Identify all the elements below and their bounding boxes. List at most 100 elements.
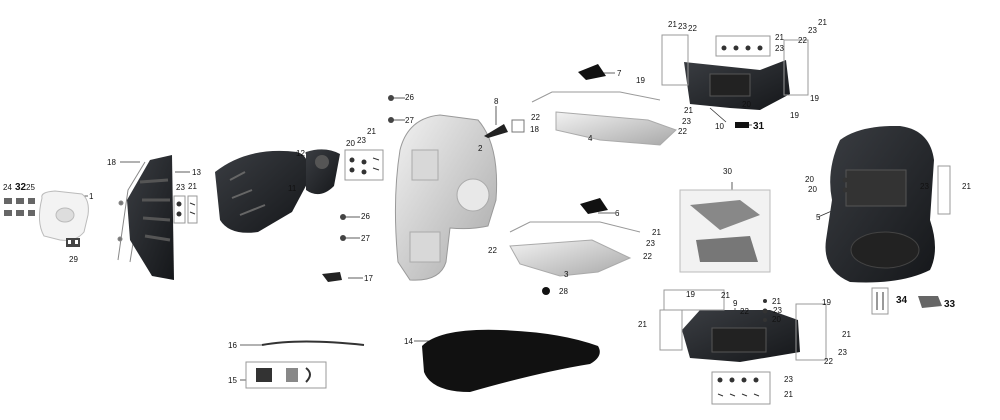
label-10: 10: [715, 122, 724, 131]
label-20-b: 20: [742, 100, 751, 109]
part-29-clip: [66, 238, 80, 247]
part-10-rear-fender: [684, 60, 790, 110]
label-33: 33: [944, 299, 956, 310]
label-2: 2: [478, 144, 483, 153]
part-5-rear-body: [825, 125, 935, 283]
label-18-right: 18: [530, 125, 539, 134]
label-23-k: 23: [784, 375, 793, 384]
part-7-pad: [578, 64, 606, 80]
label-23-a: 23: [176, 183, 185, 192]
label-19-e: 19: [822, 298, 831, 307]
label-31: 31: [753, 121, 765, 132]
label-24: 24: [3, 183, 12, 192]
label-22-a: 22: [688, 24, 697, 33]
part-9-front-fender: [682, 310, 800, 362]
label-16: 16: [228, 341, 237, 350]
label-19-c: 19: [790, 111, 799, 120]
part-28-plug: [542, 287, 550, 295]
label-21-g: 21: [652, 228, 661, 237]
label-15: 15: [228, 376, 237, 385]
label-22-c: 22: [531, 113, 540, 122]
label-21-m: 21: [784, 390, 793, 399]
label-23-e: 23: [808, 26, 817, 35]
label-23-d: 23: [775, 44, 784, 53]
part-2-main-body: [394, 114, 498, 281]
label-6: 6: [615, 209, 620, 218]
label-21-f: 21: [684, 106, 693, 115]
label-22-f: 22: [643, 252, 652, 261]
label-21-b: 21: [367, 127, 376, 136]
label-21-h: 21: [962, 182, 971, 191]
part-33-bracket: [918, 296, 942, 308]
part-12-headlight-cover: [306, 149, 340, 195]
hardware-20-rear-body: [842, 177, 848, 193]
label-21-a: 21: [188, 182, 197, 191]
hardware-21-23-top: [715, 35, 771, 57]
part-3-front-panel: [509, 221, 641, 277]
hardware-23-21-bottom: [711, 371, 771, 405]
part-30-decal-sheet: [679, 189, 771, 273]
label-23-j: 23: [838, 348, 847, 357]
label-23-f: 23: [682, 117, 691, 126]
label-27-a: 27: [405, 116, 414, 125]
label-23-g: 23: [646, 239, 655, 248]
label-23-i: 23: [773, 306, 782, 315]
label-21-i: 21: [721, 291, 730, 300]
label-22-h: 22: [824, 357, 833, 366]
parts-24-32-25: [4, 198, 35, 216]
label-4: 4: [588, 134, 593, 143]
label-22-e: 22: [488, 246, 497, 255]
label-19-a: 19: [636, 76, 645, 85]
label-23-c: 23: [678, 22, 687, 31]
label-23-b: 23: [357, 136, 366, 145]
label-18-left: 18: [107, 158, 116, 167]
label-32: 32: [15, 182, 27, 193]
label-20-a: 20: [346, 139, 355, 148]
hardware-22-23-21-rear-right: [783, 39, 809, 96]
part-6-pad: [580, 198, 608, 214]
hardware-23-21-bumper: [173, 195, 198, 224]
part-18-clip: [511, 119, 525, 133]
label-26-a: 26: [405, 93, 414, 102]
label-26-b: 26: [361, 212, 370, 221]
label-19-b: 19: [810, 94, 819, 103]
hardware-23-21-rear-body: [937, 165, 951, 215]
label-23-h: 23: [920, 182, 929, 191]
label-9: 9: [733, 299, 738, 308]
part-17-hook: [322, 272, 342, 282]
hardware-19-21-22-front-left: [659, 289, 725, 351]
label-8: 8: [494, 97, 499, 106]
label-14: 14: [404, 337, 413, 346]
label-22-g: 22: [740, 307, 749, 316]
hardware-21-23-22-rear-left: [661, 34, 689, 86]
label-5: 5: [816, 213, 821, 222]
label-21-j: 21: [772, 297, 781, 306]
label-21-c: 21: [668, 20, 677, 29]
hardware-21-23-20-middle: [762, 299, 768, 322]
part-1-cover: [38, 190, 89, 241]
label-34: 34: [896, 295, 908, 306]
hardware-21-22-23-front-right: [795, 303, 827, 361]
part-16-cable: [261, 340, 365, 346]
label-20-c: 20: [805, 175, 814, 184]
part-11-front-fender: [215, 150, 309, 233]
label-25: 25: [26, 183, 35, 192]
label-22-b: 22: [798, 36, 807, 45]
label-19-d: 19: [686, 290, 695, 299]
label-29: 29: [69, 255, 78, 264]
label-1: 1: [89, 192, 94, 201]
part-4-rear-panel: [531, 91, 677, 146]
part-31-clip: [735, 122, 749, 128]
part-14-seat: [422, 329, 600, 392]
part-8-latch: [484, 124, 508, 138]
label-21-l: 21: [842, 330, 851, 339]
fasteners-26-27: [340, 95, 394, 241]
label-22-d: 22: [678, 127, 687, 136]
label-30: 30: [723, 167, 732, 176]
label-21-k: 21: [638, 320, 647, 329]
label-3: 3: [564, 270, 569, 279]
label-11: 11: [288, 184, 297, 193]
label-17: 17: [364, 274, 373, 283]
part-13-front-bumper: [127, 155, 174, 280]
